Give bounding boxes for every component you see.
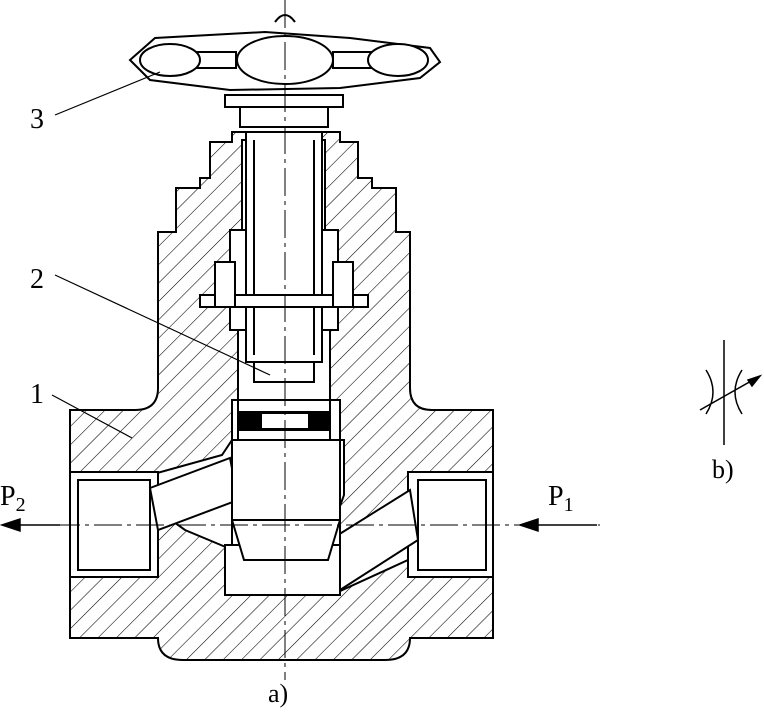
- leader-2: [54, 274, 271, 376]
- label-p2: P2: [0, 481, 26, 516]
- label-part-2: 2: [30, 264, 44, 295]
- gland-nut: [199, 294, 369, 308]
- valve-body: [69, 94, 494, 661]
- throttle-symbol: [699, 340, 763, 445]
- valve-stem: [245, 131, 323, 363]
- leader-3: [54, 71, 161, 116]
- throttle-plug: [231, 439, 341, 561]
- caption-b: b): [712, 455, 734, 484]
- label-part-1: 1: [30, 379, 44, 410]
- caption-a: a): [268, 679, 288, 708]
- inlet-arrow: [517, 517, 597, 533]
- outlet-arrow: [0, 517, 60, 533]
- leader-1: [51, 394, 133, 439]
- label-p1: P1: [548, 481, 574, 516]
- label-part-3: 3: [30, 104, 44, 135]
